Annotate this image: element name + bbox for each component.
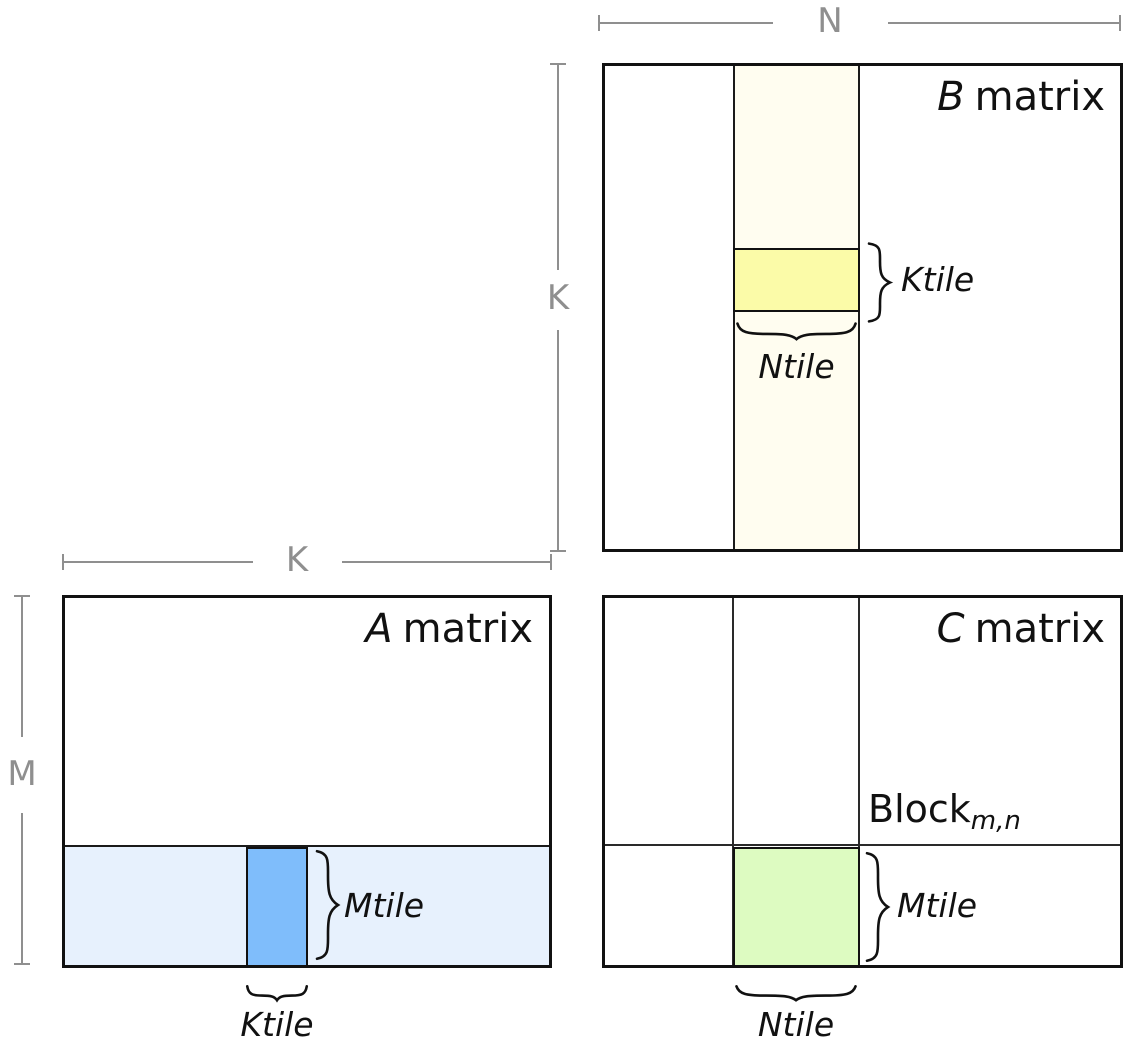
dim-segment [557, 63, 559, 270]
dim-segment [62, 561, 253, 563]
c-block-label-word: Block [868, 787, 971, 831]
dim-tick [550, 550, 566, 552]
dim-label-k-b: K [546, 278, 570, 318]
dim-segment [21, 813, 23, 965]
dim-segment [342, 561, 552, 563]
ntile-brace-icon-b [735, 321, 858, 340]
dim-label-n: N [817, 1, 843, 41]
ntile-brace-icon-c [734, 984, 858, 1001]
c-block-label: Blockm,n [868, 787, 1021, 836]
c-row-line [602, 844, 1123, 846]
mtile-brace-icon-c [864, 851, 890, 963]
c-column-line-right [858, 595, 860, 968]
mtile-brace-icon-a [314, 849, 340, 961]
a-mtile-label: Mtile [344, 886, 425, 925]
dim-tick [1119, 15, 1121, 31]
c-mtile-label: Mtile [897, 886, 978, 925]
c-ntile-label: Ntile [757, 1005, 835, 1044]
b-matrix-title-letter: B [937, 74, 965, 120]
b-matrix-title-word: matrix [974, 74, 1105, 120]
dim-segment [21, 595, 23, 737]
dimension-line-k-b: K [547, 63, 569, 552]
dimension-line-n: N [598, 1, 1121, 41]
b-ktile-label: Ktile [901, 260, 975, 299]
c-matrix-title-word: matrix [974, 606, 1105, 652]
b-ntile-label: Ntile [758, 347, 835, 386]
dim-segment [888, 22, 1121, 24]
b-ktile-tile [733, 248, 860, 312]
ktile-brace-icon-b [866, 242, 892, 323]
dimension-line-m: M [7, 595, 37, 965]
a-matrix-title-word: matrix [402, 606, 533, 652]
c-matrix-box [602, 595, 1123, 968]
dimension-line-k-a: K [62, 540, 552, 580]
dim-label-m: M [7, 754, 37, 794]
dim-tick [14, 963, 30, 965]
a-matrix-title-letter: A [365, 606, 393, 652]
c-matrix-title-letter: C [936, 606, 965, 652]
c-block-label-subscript: m,n [970, 806, 1021, 837]
dim-segment [557, 330, 559, 552]
a-ktile-tile [246, 847, 308, 968]
c-column-line-left [732, 595, 734, 968]
b-matrix-box [602, 63, 1123, 552]
a-matrix-box [62, 595, 552, 968]
dim-label-k-a: K [285, 540, 309, 580]
dim-tick [550, 554, 552, 570]
ktile-brace-icon-a [246, 984, 308, 1001]
a-ktile-label: Ktile [240, 1005, 314, 1044]
dim-segment [598, 22, 773, 24]
